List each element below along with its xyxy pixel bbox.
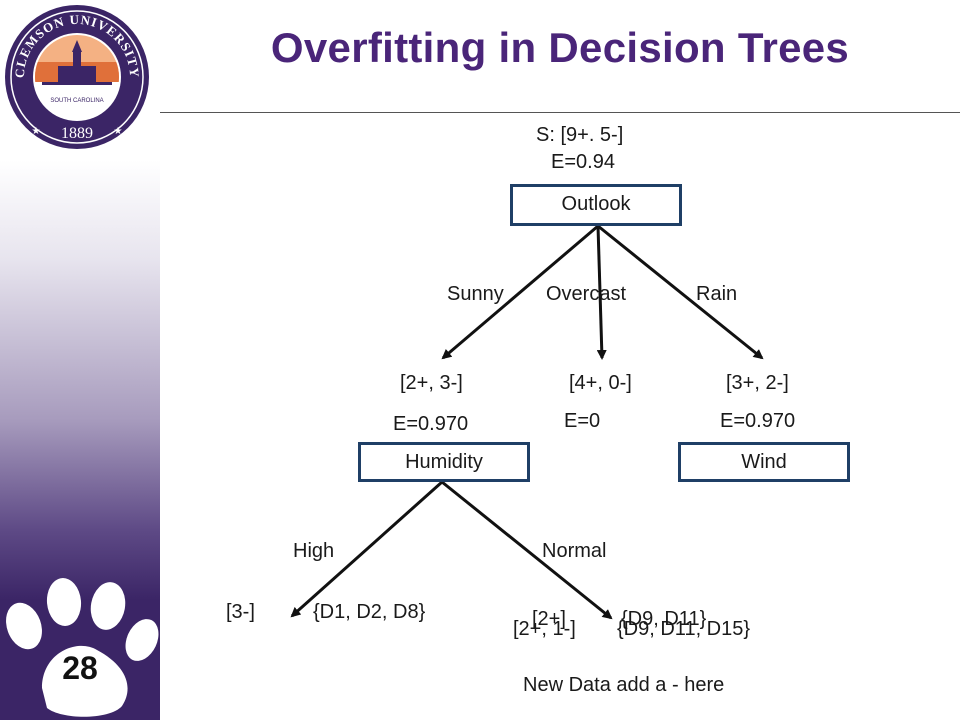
root-set-label: S: [9+. 5-] [536, 124, 624, 146]
normal-leaf-old-examples: {D9, D11} [621, 608, 707, 630]
new-data-note: New Data add a - here [523, 674, 725, 696]
svg-text:★: ★ [114, 126, 123, 137]
overcast-entropy: E=0 [564, 410, 601, 432]
university-seal-logo: CLEMSON UNIVERSITY SOUTH CAROLINA 1889 ★… [5, 5, 149, 149]
edge-high [290, 480, 443, 618]
normal-leaf-new-examples: {D9, D11, D15} [617, 618, 751, 640]
root-entropy-label: E=0.94 [551, 151, 615, 173]
branch-high-label: High [293, 540, 335, 562]
slide-title: Overfitting in Decision Trees [270, 24, 850, 71]
high-leaf-examples: {D1, D2, D8} [313, 601, 426, 623]
node-outlook: Outlook [510, 184, 682, 226]
tiger-paw-icon [6, 578, 159, 717]
edge-sunny [441, 224, 599, 360]
edge-overcast [596, 225, 607, 360]
sunny-entropy: E=0.970 [393, 413, 469, 435]
node-humidity: Humidity [358, 442, 530, 482]
seal-subtext: SOUTH CAROLINA [50, 98, 103, 104]
edge-normal [441, 480, 613, 620]
rain-entropy: E=0.970 [720, 410, 796, 432]
normal-leaf-old-counts: [2+] [532, 608, 566, 630]
svg-text:★: ★ [32, 126, 41, 137]
high-leaf-counts: [3-] [226, 601, 255, 623]
branch-normal-label: Normal [542, 540, 607, 562]
slide-number: 28 [62, 650, 98, 686]
branch-sunny-label: Sunny [447, 283, 504, 305]
branch-overcast-label: Overcast [546, 283, 627, 305]
normal-leaf-new-counts: [2+, 1-] [513, 618, 576, 640]
sunny-counts: [2+, 3-] [400, 372, 463, 394]
edge-rain [597, 224, 764, 360]
branch-rain-label: Rain [696, 283, 738, 305]
title-divider [160, 112, 960, 113]
node-wind: Wind [678, 442, 850, 482]
seal-year: 1889 [61, 125, 93, 142]
rain-counts: [3+, 2-] [726, 372, 789, 394]
overcast-counts: [4+, 0-] [569, 372, 632, 394]
